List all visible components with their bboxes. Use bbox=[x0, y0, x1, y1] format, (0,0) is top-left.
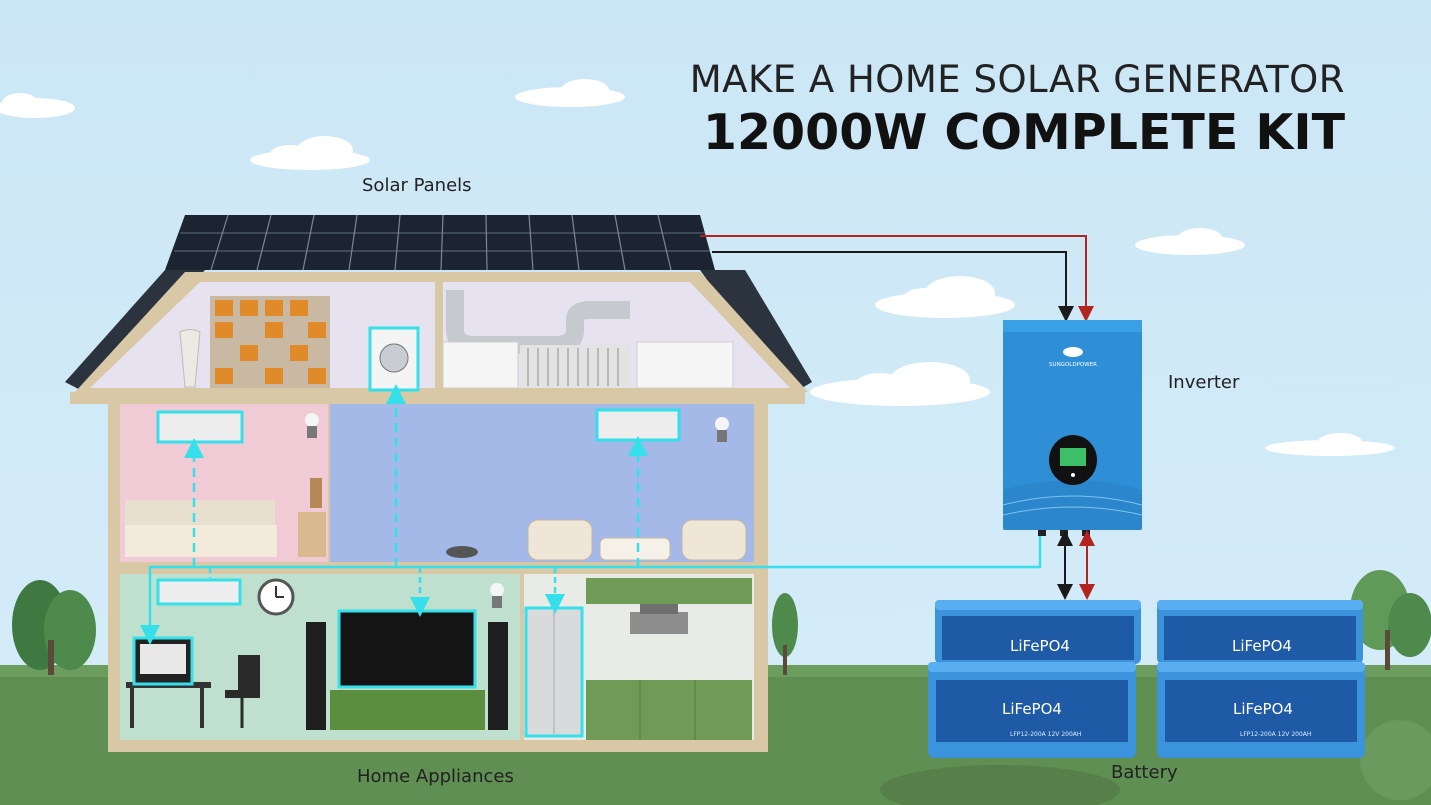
hvac-unit bbox=[442, 290, 734, 389]
battery-3: LiFePO4 LFP12-200A 12V 200AH bbox=[928, 662, 1136, 758]
television bbox=[337, 609, 477, 689]
appliance-power-lines bbox=[140, 384, 1042, 645]
battery-4-label: LiFePO4 bbox=[1233, 700, 1293, 718]
battery-1: LiFePO4 bbox=[935, 600, 1141, 664]
air-conditioner-living bbox=[595, 408, 681, 442]
solar-panels-label: Solar Panels bbox=[362, 175, 472, 196]
trees bbox=[12, 570, 1431, 675]
clouds bbox=[0, 79, 1395, 456]
title-line-1: MAKE A HOME SOLAR GENERATOR bbox=[689, 58, 1345, 101]
battery-3-model: LFP12-200A 12V 200AH bbox=[1010, 731, 1081, 738]
air-conditioner-ground bbox=[156, 578, 242, 606]
attic-shelf bbox=[210, 296, 330, 388]
battery-3-label: LiFePO4 bbox=[1002, 700, 1062, 718]
battery-4-model: LFP12-200A 12V 200AH bbox=[1240, 731, 1311, 738]
battery-label: Battery bbox=[1111, 762, 1178, 783]
inverter-label: Inverter bbox=[1168, 372, 1240, 393]
inverter-brand: SUNGOLDPOWER bbox=[1049, 362, 1097, 368]
battery-wires bbox=[1057, 530, 1095, 600]
battery-bank: LiFePO4 LiFePO4 LiFePO4 LFP12-200A 12V 2… bbox=[928, 600, 1365, 758]
sofas bbox=[527, 519, 747, 561]
battery-1-label: LiFePO4 bbox=[1010, 637, 1070, 655]
house bbox=[65, 214, 812, 752]
solar-panels bbox=[165, 214, 715, 271]
battery-2-label: LiFePO4 bbox=[1232, 637, 1292, 655]
home-appliances-label: Home Appliances bbox=[357, 766, 514, 787]
title-line-2: 12000W COMPLETE KIT bbox=[702, 104, 1345, 161]
air-conditioner-bedroom bbox=[156, 410, 244, 444]
panel-wires bbox=[700, 235, 1094, 322]
battery-4: LiFePO4 LFP12-200A 12V 200AH bbox=[1157, 662, 1365, 758]
battery-2: LiFePO4 bbox=[1157, 600, 1363, 664]
inverter: SUNGOLDPOWER bbox=[1002, 320, 1143, 536]
